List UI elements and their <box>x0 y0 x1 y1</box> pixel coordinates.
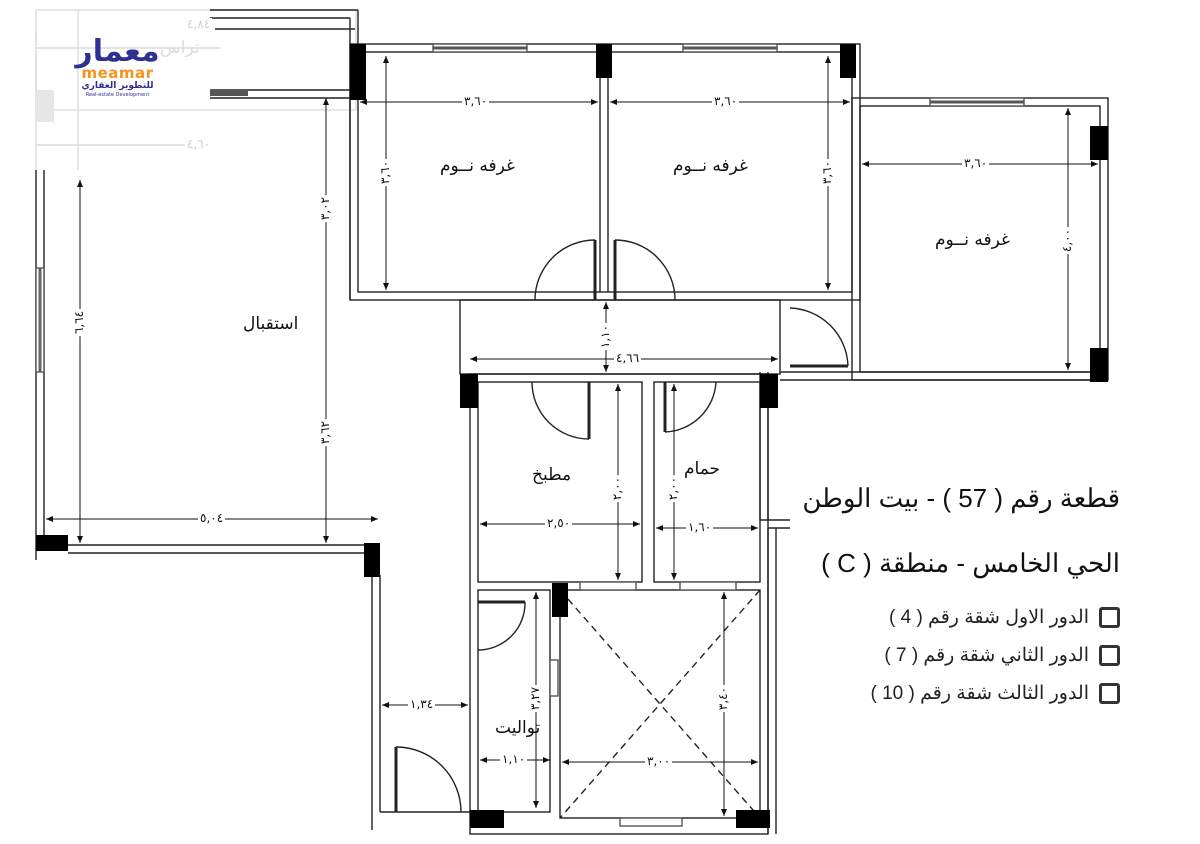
logo-english-name: meamar <box>81 64 154 82</box>
room-label-bathroom: حمام <box>684 459 721 479</box>
apartment-item[interactable]: الدور الاول شقة رقم ( 4 ) <box>889 606 1120 629</box>
dim-reception-lower: ٣,٦٢ <box>318 418 333 447</box>
room-label-reception: استقبال <box>243 314 299 334</box>
dim-kitchen-depth: ٢,٠٠ <box>610 474 625 503</box>
plot-title: قطعة رقم ( 57 ) - بيت الوطن <box>802 483 1120 513</box>
dim-toilet-width: ١,١٠ <box>500 752 528 766</box>
apartment-label: الدور الثاني شقة رقم ( 7 ) <box>884 645 1089 666</box>
apartment-item[interactable]: الدور الثاني شقة رقم ( 7 ) <box>884 644 1120 667</box>
logo-english-tagline: Real-estate Development <box>85 92 150 98</box>
dim-reception-upper: ٣,٠٢ <box>318 194 333 223</box>
dim-bathroom-depth: ٢,٠٠ <box>666 474 681 503</box>
logo-arabic-tagline: للتطوير العقاري <box>81 81 154 91</box>
dim-bedroom-3-width: ٣,٦٠ <box>962 156 990 170</box>
room-label-bedroom-3: غرفه نــوم <box>935 230 1010 250</box>
company-logo: معمار meamar للتطوير العقاري Real-estate… <box>70 34 165 99</box>
room-label-bedroom-1: غرفه نــوم <box>440 156 515 176</box>
dim-bedroom-1-depth: ٣,٦٠ <box>378 158 393 187</box>
apartment-item[interactable]: الدور الثالث شقة رقم ( 10 ) <box>870 682 1120 705</box>
terrace-dim-top: ٤,٨٤ <box>185 17 213 31</box>
apartment-label: الدور الاول شقة رقم ( 4 ) <box>888 607 1089 628</box>
apartment-label: الدور الثالث شقة رقم ( 10 ) <box>870 683 1089 704</box>
terrace-dim-bottom: ٤,٦٠ <box>185 137 213 151</box>
dim-bedroom-1-width: ٣,٦٠ <box>462 94 490 108</box>
dim-reception-width: ٥,٠٤ <box>198 511 226 525</box>
checkbox-icon[interactable] <box>1099 683 1120 704</box>
dim-toilet-depth: ٣,٢٧ <box>528 684 543 713</box>
dim-bedroom-2-width: ٣,٦٠ <box>712 94 740 108</box>
dim-bedroom-3-depth: ٤,٠٠ <box>1060 226 1075 255</box>
checkbox-icon[interactable] <box>1099 607 1120 628</box>
terrace-label: تراس <box>160 38 200 58</box>
room-label-kitchen: مطبخ <box>532 465 572 485</box>
dim-bedroom-2-depth: ٣,٦٠ <box>820 158 835 187</box>
dim-lightwell-depth: ٣,٤٠ <box>716 684 731 713</box>
room-label-toilet: تواليت <box>495 718 541 738</box>
district-label: الحي الخامس - منطقة ( C ) <box>821 548 1120 578</box>
structural-columns <box>36 44 1108 828</box>
room-label-bedroom-2: غرفه نــوم <box>673 156 748 176</box>
dim-corridor-depth: ١,١٠ <box>598 322 613 351</box>
dim-entrance-width: ١,٣٤ <box>408 697 436 711</box>
logo-arabic-name: معمار <box>75 34 160 69</box>
dim-corridor-width: ٤,٦٦ <box>614 351 642 365</box>
dim-kitchen-width: ٢,٥٠ <box>545 516 573 530</box>
checkbox-icon[interactable] <box>1099 645 1120 666</box>
dim-bathroom-width: ١,٦٠ <box>686 520 714 534</box>
dim-lightwell-width: ٣,٠٠ <box>645 754 673 768</box>
dim-reception-depth: ٦,٦٤ <box>72 308 87 337</box>
